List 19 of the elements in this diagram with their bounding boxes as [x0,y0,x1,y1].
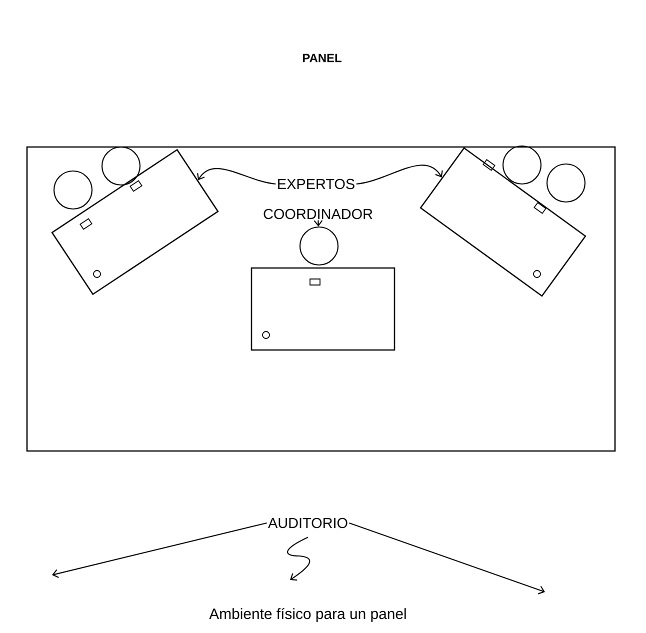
table-box [250,267,396,351]
arrow [287,536,310,581]
seat-circle [53,170,93,210]
seat-circle [502,145,542,185]
arrow [197,168,276,185]
arrow [314,220,323,226]
text-label: COORDINADOR [264,208,372,220]
caption: Ambiente físico para un panel [209,608,406,622]
title: PANEL [302,54,342,62]
text-label: AUDITORIO [268,518,348,528]
arrow [349,522,545,594]
seat-circle [101,146,141,186]
arrow [52,522,267,578]
table-box [420,147,586,297]
arrow [356,164,443,185]
text-label: EXPERTOS [278,178,354,190]
seat-circle [299,226,339,266]
room-outline [26,146,616,452]
seat-circle [546,163,586,203]
